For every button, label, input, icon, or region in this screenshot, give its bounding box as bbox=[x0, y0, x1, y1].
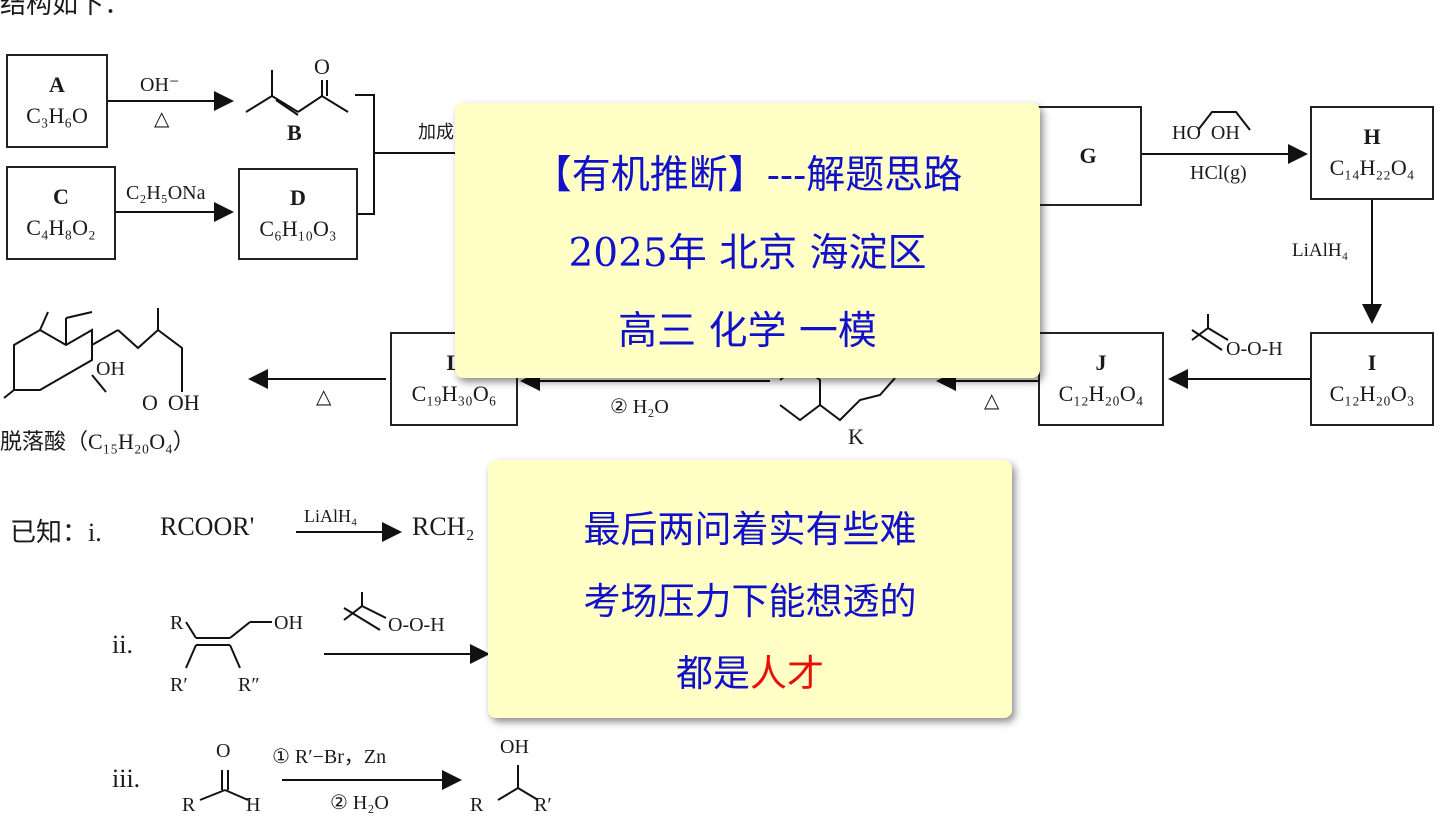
title-line-2: 2025年 北京 海淀区 bbox=[568, 231, 927, 276]
compound-i-formula: C₁₂H₂₀O₃ bbox=[1329, 380, 1415, 406]
known-iii-label: iii. bbox=[112, 764, 141, 793]
known-i-reagent: LiAlH₄ bbox=[304, 506, 358, 526]
title-overlay-card: 【有机推断】---解题思路 2025年 北京 海淀区 高三 化学 一模 bbox=[455, 103, 1040, 378]
compound-d-label: D bbox=[290, 184, 306, 210]
known-iii-rp: R′ bbox=[534, 794, 552, 816]
compound-g-label: G bbox=[1079, 142, 1097, 168]
condition-j-to-k: △ bbox=[984, 390, 1000, 412]
structure-known-iii-product bbox=[497, 765, 539, 801]
known-intro: 已知：i. bbox=[10, 518, 102, 547]
known-iii-step2: ② H₂O bbox=[330, 792, 389, 814]
title-line-3: 高三 化学 一模 bbox=[618, 309, 877, 354]
compound-c-label: C bbox=[53, 183, 69, 209]
compound-box-h: H C₁₄H₂₂O₄ bbox=[1310, 106, 1434, 200]
condition-a-to-b-top: OH⁻ bbox=[140, 74, 180, 96]
compound-i-label: I bbox=[1367, 349, 1377, 375]
known-i-product: RCH₂ bbox=[412, 512, 475, 541]
product-name: 脱落酸（C₁₅H₂₀O₄） bbox=[0, 429, 195, 454]
known-iii-h: H bbox=[246, 794, 261, 816]
compound-box-d: D C₆H₁₀O₃ bbox=[238, 168, 358, 260]
note-line-3: 都是人才 bbox=[488, 638, 1012, 710]
known-iii-r2: R bbox=[470, 794, 484, 816]
condition-c-to-d: C₂H₅ONa bbox=[126, 182, 206, 204]
structure-known-iii bbox=[199, 770, 249, 801]
note-line-3-prefix: 都是 bbox=[676, 652, 750, 695]
condition-g-to-h-top: HO OH bbox=[1172, 122, 1240, 144]
known-iii-step1: ① R′−Br，Zn bbox=[272, 746, 387, 768]
known-ii-reagent: O-O-H bbox=[388, 614, 445, 636]
structure-b bbox=[245, 70, 349, 116]
compound-box-j: J C₁₂H₂₀O₄ bbox=[1038, 332, 1164, 426]
note-overlay-card: 最后两问着实有些难 考场压力下能想透的 都是人才 bbox=[488, 460, 1012, 718]
condition-h-to-i: LiAlH₄ bbox=[1292, 240, 1349, 261]
compound-l-formula: C₁₉H₃₀O₆ bbox=[411, 380, 497, 406]
product-oh-label: OH bbox=[96, 358, 125, 380]
header-fragment: 结构如下： bbox=[0, 0, 131, 19]
compound-h-formula: C₁₄H₂₂O₄ bbox=[1329, 154, 1415, 180]
compound-j-formula: C₁₂H₂₀O₄ bbox=[1058, 380, 1144, 406]
known-ii-r: R bbox=[170, 612, 184, 634]
condition-a-to-b-bottom: △ bbox=[154, 108, 170, 130]
known-iii-r: R bbox=[182, 794, 196, 816]
compound-a-formula: C₃H₆O bbox=[26, 102, 88, 128]
note-line-1: 最后两问着实有些难 bbox=[583, 508, 917, 551]
known-iii-o: O bbox=[216, 740, 231, 762]
condition-i-to-j: O-O-H bbox=[1226, 338, 1283, 360]
compound-a-label: A bbox=[49, 71, 65, 97]
condition-g-to-h-bottom: HCl(g) bbox=[1190, 162, 1247, 184]
known-ii-label: ii. bbox=[112, 630, 133, 659]
condition-k-to-l: ② H₂O bbox=[610, 396, 669, 418]
compound-box-i: I C₁₂H₂₀O₃ bbox=[1310, 332, 1434, 426]
structure-known-ii bbox=[185, 621, 272, 669]
compound-h-label: H bbox=[1363, 123, 1381, 149]
bracket-bd bbox=[355, 94, 375, 215]
known-ii-rp: R′ bbox=[170, 674, 188, 696]
compound-d-formula: C₆H₁₀O₃ bbox=[259, 215, 337, 241]
compound-box-g: G bbox=[1030, 106, 1142, 206]
structure-product bbox=[3, 308, 183, 399]
compound-b-label: B bbox=[287, 120, 302, 145]
compound-b-oxygen: O bbox=[314, 54, 330, 79]
compound-j-label: J bbox=[1095, 349, 1107, 375]
condition-addition: 加成 bbox=[418, 122, 454, 142]
known-ii-oh: OH bbox=[274, 612, 303, 634]
note-highlight: 人才 bbox=[750, 652, 824, 695]
compound-box-a: A C₃H₆O bbox=[6, 54, 108, 148]
title-line-1: 【有机推断】---解题思路 bbox=[532, 153, 963, 198]
known-i-reactant: RCOOR' bbox=[160, 512, 255, 541]
compound-c-formula: C₄H₈O₂ bbox=[26, 214, 96, 240]
condition-l-to-product-bottom: △ bbox=[316, 386, 332, 408]
note-line-2: 考场压力下能想透的 bbox=[583, 580, 917, 623]
known-iii-oh: OH bbox=[500, 736, 529, 758]
known-ii-rpp: R″ bbox=[238, 674, 260, 696]
compound-k-label: K bbox=[848, 424, 864, 449]
compound-box-c: C C₄H₈O₂ bbox=[6, 166, 116, 260]
